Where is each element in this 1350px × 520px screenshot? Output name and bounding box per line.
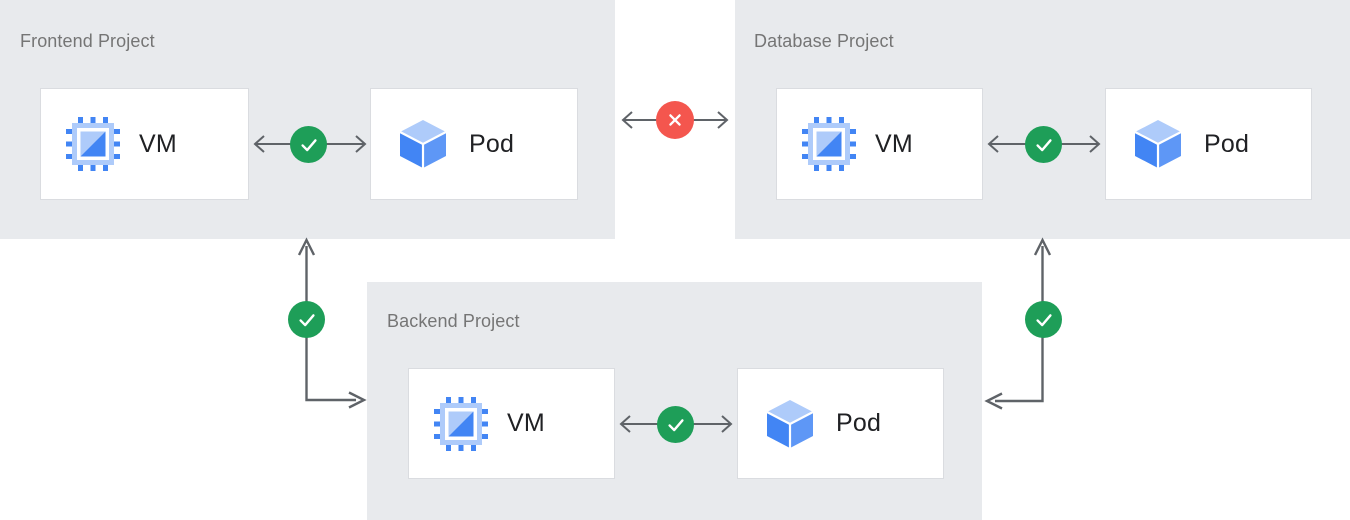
check-mark-icon bbox=[1035, 313, 1052, 326]
status-badge-frontend-internal[interactable] bbox=[290, 126, 327, 163]
chip-icon bbox=[801, 116, 857, 172]
cube-icon bbox=[395, 116, 451, 172]
card-label: VM bbox=[875, 129, 913, 158]
status-badge-frontend-backend[interactable] bbox=[288, 301, 325, 338]
check-mark-icon bbox=[300, 138, 317, 151]
card-backend-vm[interactable]: VM bbox=[408, 368, 615, 479]
card-backend-pod[interactable]: Pod bbox=[737, 368, 944, 479]
cube-icon bbox=[762, 396, 818, 452]
panel-frontend-title: Frontend Project bbox=[20, 31, 155, 51]
card-label: Pod bbox=[1204, 129, 1250, 158]
card-label: Pod bbox=[469, 129, 515, 158]
card-label: VM bbox=[139, 129, 177, 158]
panel-database-title: Database Project bbox=[754, 31, 894, 51]
check-mark-icon bbox=[1035, 138, 1052, 151]
card-label: VM bbox=[507, 409, 545, 437]
card-frontend-pod[interactable]: Pod bbox=[370, 88, 578, 200]
status-badge-backend-internal[interactable] bbox=[657, 406, 694, 443]
check-mark-icon bbox=[667, 418, 684, 431]
card-database-pod[interactable]: Pod bbox=[1105, 88, 1312, 200]
status-badge-frontend-database[interactable] bbox=[656, 101, 694, 139]
chip-icon bbox=[433, 396, 489, 452]
chip-icon bbox=[65, 116, 121, 172]
card-database-vm[interactable]: VM bbox=[776, 88, 983, 200]
status-badge-database-backend[interactable] bbox=[1025, 301, 1062, 338]
status-badge-database-internal[interactable] bbox=[1025, 126, 1062, 163]
check-mark-icon bbox=[298, 313, 315, 326]
card-frontend-vm[interactable]: VM bbox=[40, 88, 249, 200]
panel-backend-title: Backend Project bbox=[387, 311, 520, 331]
cube-icon bbox=[1130, 116, 1186, 172]
x-mark-icon bbox=[669, 114, 681, 126]
card-label: Pod bbox=[836, 409, 882, 437]
